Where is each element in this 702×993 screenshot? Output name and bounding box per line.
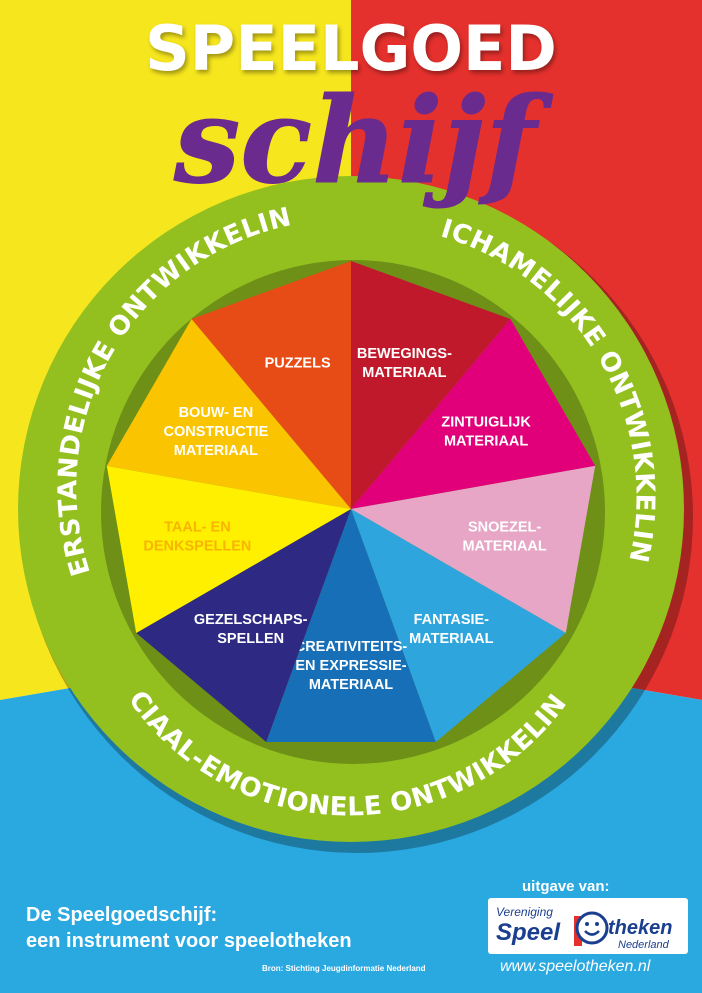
- segment-label-line: MATERIAAL: [309, 677, 393, 693]
- logo-top-text: Vereniging: [496, 905, 553, 919]
- segment-label-line: GEZELSCHAPS-: [194, 612, 308, 628]
- footer-title: De Speelgoedschijf:: [26, 904, 218, 926]
- wheel-segment: [351, 261, 511, 509]
- segment-label-line: EN EXPRESSIE-: [295, 658, 406, 674]
- publisher-logo: Vereniging Speel theken Nederland: [488, 898, 688, 954]
- wheel-segment: [266, 509, 436, 742]
- segment-label: FANTASIE- MATERIAAL: [409, 612, 493, 647]
- script-word: schijf: [172, 71, 554, 211]
- wheel-segment: [106, 319, 351, 509]
- segment-label-line: ZINTUIGLIJK: [441, 415, 531, 431]
- logo-bottom-text: Nederland: [618, 939, 670, 951]
- wheel-segment: [191, 261, 351, 509]
- segment-label-line: MATERIAAL: [409, 631, 493, 647]
- segment-label-line: SNOEZEL-: [468, 520, 541, 536]
- segment-label-line: MATERIAAL: [174, 443, 258, 459]
- footer-subtitle: een instrument voor speelotheken: [26, 930, 352, 952]
- wheel-segment: [136, 509, 351, 742]
- segment-label: GEZELSCHAPS- SPELLEN: [194, 612, 308, 647]
- segment-label-line: MATERIAAL: [444, 434, 528, 450]
- segment-label: SNOEZEL- MATERIAAL: [462, 520, 546, 555]
- segment-label-line: BEWEGINGS-: [357, 346, 452, 362]
- segment-label-line: CREATIVITEITS-: [295, 639, 408, 655]
- segment-label: BEWEGINGS- MATERIAAL: [357, 346, 452, 381]
- segment-label-line: DENKSPELLEN: [143, 539, 251, 555]
- segment-label-line: MATERIAAL: [462, 539, 546, 555]
- segment-label-line: PUZZELS: [265, 355, 331, 371]
- segment-label: BOUW- EN CONSTRUCTIE MATERIAAL: [164, 405, 269, 459]
- segment-label: ZINTUIGLIJK MATERIAAL: [441, 415, 531, 450]
- segment-label: TAAL- EN DENKSPELLEN: [143, 520, 251, 555]
- segment-label: CREATIVITEITS- EN EXPRESSIE- MATERIAAL: [295, 639, 408, 693]
- segment-label-line: SPELLEN: [217, 631, 284, 647]
- website-link[interactable]: www.speelotheken.nl: [500, 958, 651, 975]
- segment-label: PUZZELS: [265, 355, 331, 371]
- smiley-face-icon: [574, 911, 609, 946]
- logo-left-text: Speel: [496, 919, 561, 946]
- wheel-segment: [106, 465, 351, 633]
- logo-right-text: theken: [608, 917, 672, 939]
- segment-label-line: FANTASIE-: [414, 612, 490, 628]
- poster-title: SPEELGOED: [145, 12, 557, 85]
- script-word-text: schijf: [173, 71, 554, 210]
- source-credit: Bron: Stichting Jeugdinformatie Nederlan…: [262, 964, 426, 973]
- wheel-segment: [351, 319, 596, 509]
- publisher-label: uitgave van:: [522, 878, 610, 895]
- segment-label-line: CONSTRUCTIE: [164, 424, 269, 440]
- wheel-segment: [351, 509, 566, 742]
- segment-label-line: TAAL- EN: [164, 520, 231, 536]
- segment-label-line: BOUW- EN: [179, 405, 254, 421]
- segment-label-line: MATERIAAL: [362, 365, 446, 381]
- wheel-segment: [351, 465, 596, 633]
